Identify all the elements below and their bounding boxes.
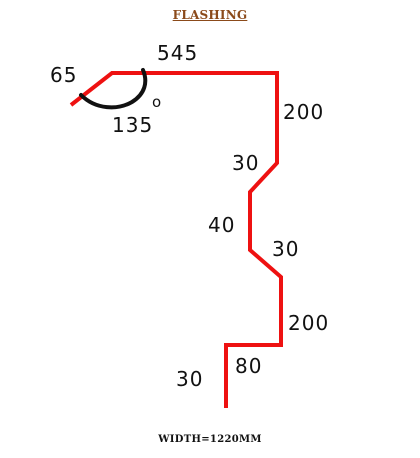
dim-top: 545 [157,41,198,65]
dim-lower-drop: 200 [288,311,329,335]
dim-upper-drop: 200 [283,100,324,124]
dim-step: 40 [208,213,235,237]
width-note: WIDTH=1220MM [158,434,262,445]
dim-foot: 80 [235,354,262,378]
dim-lower-kick: 30 [272,237,299,261]
flashing-profile-line [69,71,283,408]
angle-arc [79,68,148,110]
dim-upper-kick: 30 [232,151,259,175]
drawing-title: FLASHING [172,8,248,22]
angle-degree-mark: o [152,93,161,111]
dim-tail: 30 [176,367,203,391]
dim-hem: 65 [50,63,77,87]
angle-value: 135 [112,113,153,137]
